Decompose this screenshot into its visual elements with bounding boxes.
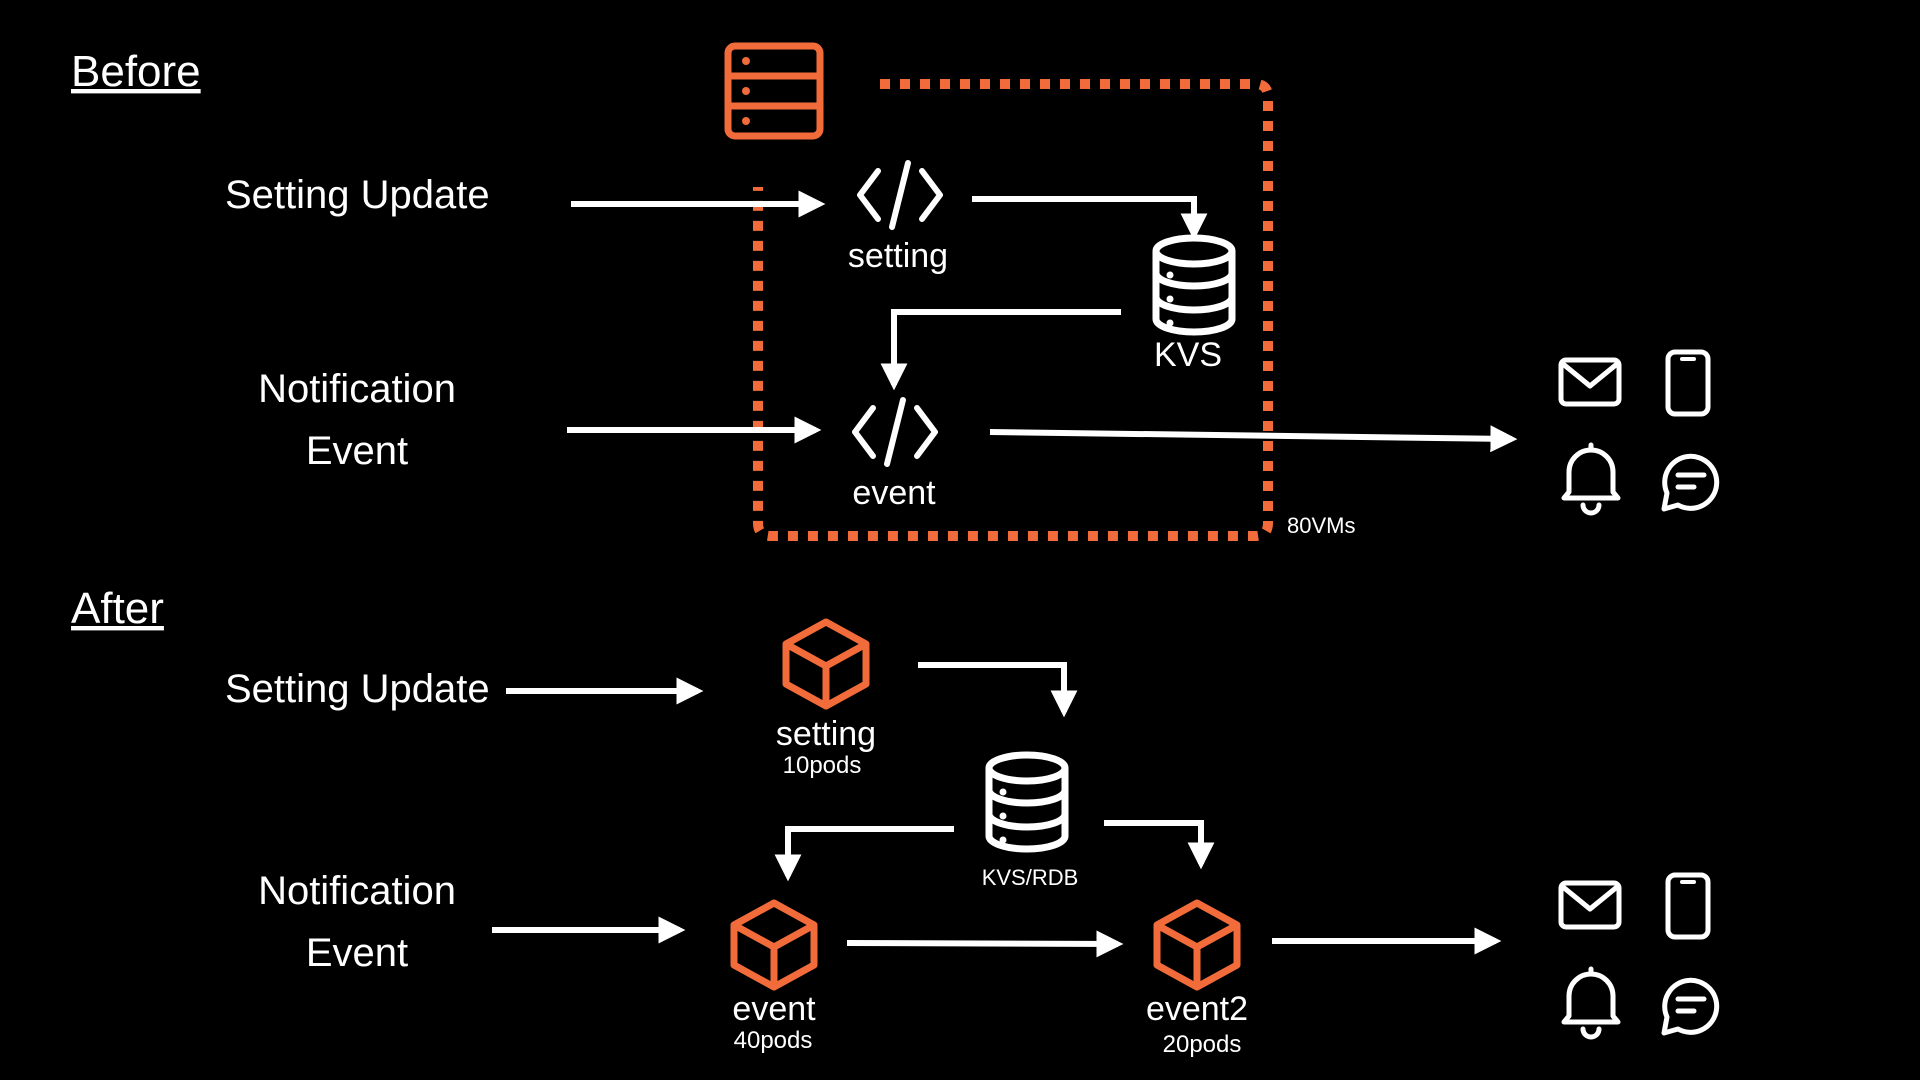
bell-icon <box>1564 969 1618 1037</box>
after-event-service-label: event <box>732 990 816 1028</box>
after-heading: After <box>71 584 164 633</box>
phone-icon <box>1668 875 1708 937</box>
chat-icon <box>1664 980 1717 1033</box>
before-arrows <box>567 190 1518 453</box>
event2-label: event2 <box>1146 990 1248 1028</box>
vm-boundary <box>753 79 1273 541</box>
kvs-rdb-database-icon <box>989 755 1065 849</box>
bell-icon <box>1564 445 1618 513</box>
before-event-label: Event <box>306 429 408 473</box>
chat-icon <box>1664 456 1717 509</box>
server-rack-icon <box>724 42 824 140</box>
mail-icon <box>1561 360 1619 404</box>
after-event-label: Event <box>306 931 408 975</box>
kvs-rdb-label: KVS/RDB <box>982 865 1079 890</box>
event-code-icon <box>855 400 935 464</box>
after-setting-label: setting <box>776 715 876 753</box>
before-heading: Before <box>71 47 201 96</box>
after-arrows <box>492 662 1502 958</box>
before-event-label-service: event <box>852 474 936 512</box>
setting-cube-icon <box>786 622 866 706</box>
event-cube-icon <box>734 903 814 987</box>
mail-icon <box>1561 883 1619 927</box>
after-setting-update-label: Setting Update <box>225 667 490 711</box>
setting-pods-label: 10pods <box>783 752 862 779</box>
vm-count-label: 80VMs <box>1287 513 1355 538</box>
event-pods-label: 40pods <box>734 1027 813 1054</box>
setting-code-icon <box>860 163 940 227</box>
before-setting-update-label: Setting Update <box>225 173 490 217</box>
before-notification-label: Notification <box>258 367 456 411</box>
kvs-label: KVS <box>1154 336 1222 374</box>
after-notification-label: Notification <box>258 869 456 913</box>
phone-icon <box>1668 352 1708 414</box>
event2-pods-label: 20pods <box>1163 1031 1242 1058</box>
event2-cube-icon <box>1157 903 1237 987</box>
kvs-database-icon <box>1156 238 1232 332</box>
before-setting-label: setting <box>848 237 948 275</box>
